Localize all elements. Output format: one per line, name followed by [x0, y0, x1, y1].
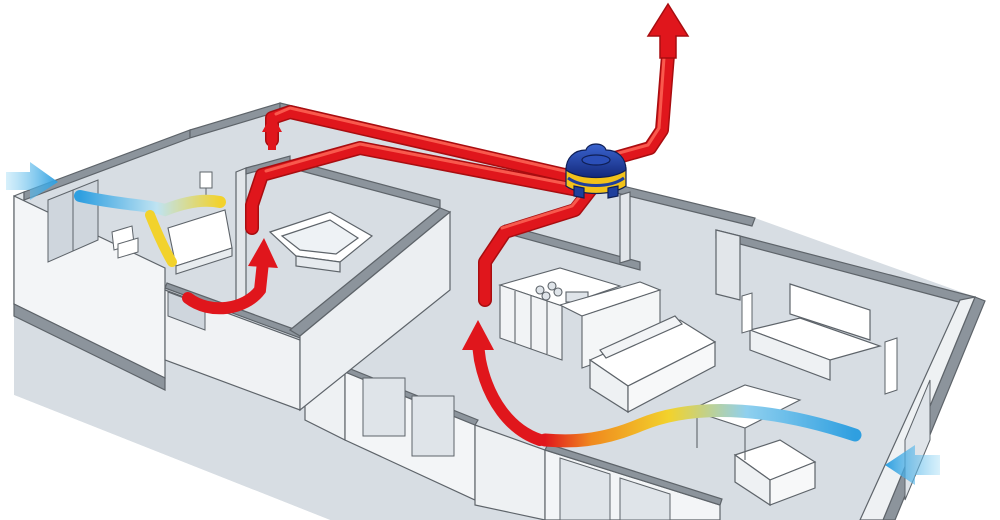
interior-partitions — [235, 155, 741, 412]
bedroom-chair — [111, 225, 139, 259]
extract-arrow-icon — [182, 238, 278, 315]
fresh-air-arrow-icon — [885, 445, 940, 485]
sofa — [588, 315, 717, 414]
armchair — [733, 439, 817, 507]
duct-exhaust-riser — [602, 49, 674, 166]
tv-unit — [747, 283, 882, 381]
extract-arrow-icon — [462, 320, 546, 446]
speaker-left — [741, 292, 753, 334]
duct-bathroom-branch — [246, 142, 584, 234]
ductwork — [245, 48, 675, 307]
kitchen-island — [558, 281, 662, 369]
speaker-right — [884, 337, 898, 395]
fresh-air-stream-right — [538, 404, 862, 448]
extract-arrow-icon — [262, 114, 282, 150]
bathtub — [268, 211, 374, 273]
exhaust-arrow-icon — [646, 2, 690, 59]
kitchen-counter — [498, 267, 622, 361]
ventilation-unit-icon — [565, 143, 627, 199]
fresh-air-stream-left — [74, 190, 226, 267]
duct-kitchen-branch — [479, 182, 598, 306]
fresh-air-arrow-icon — [6, 162, 58, 200]
bed — [167, 209, 233, 275]
